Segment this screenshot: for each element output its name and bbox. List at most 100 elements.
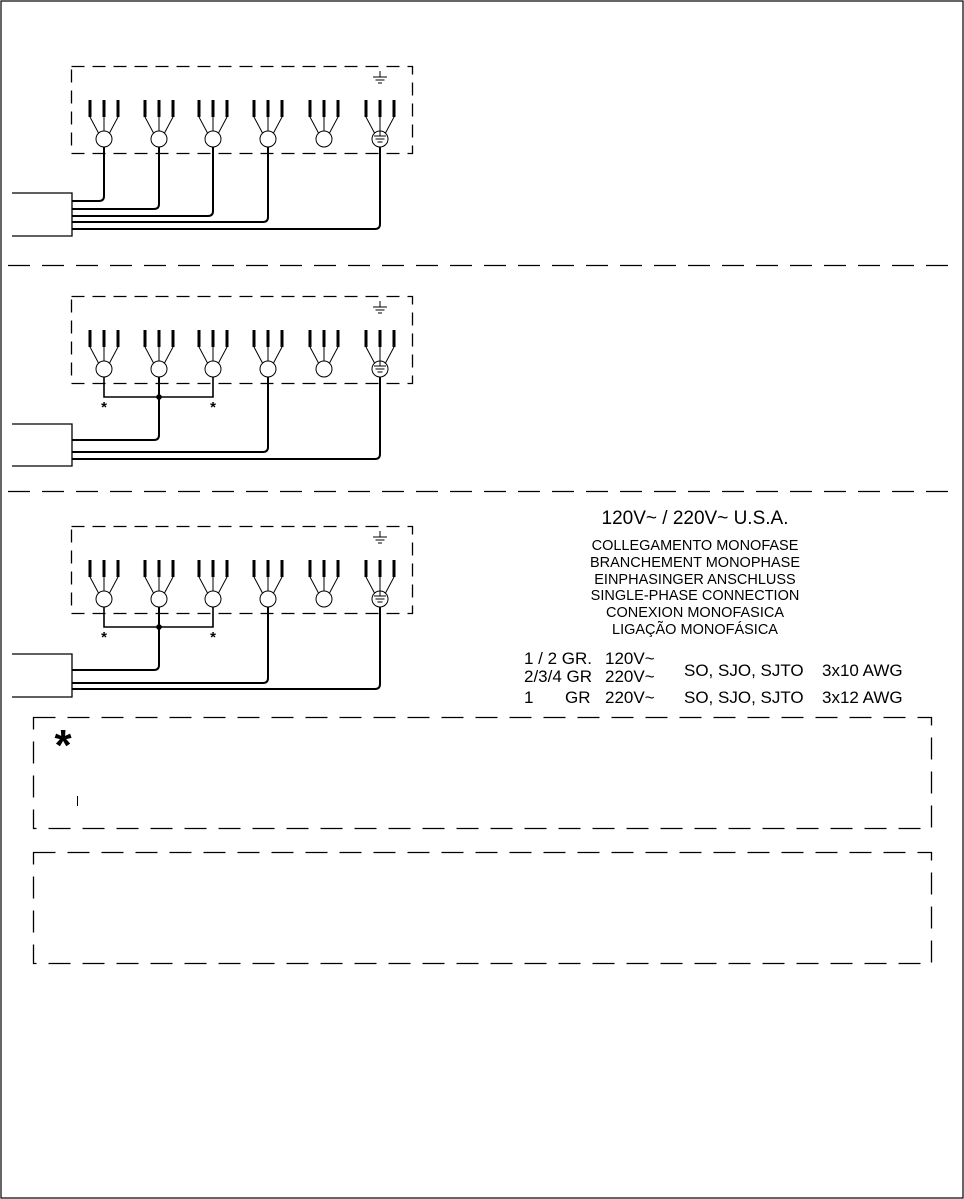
connection-label: SINGLE-PHASE CONNECTION bbox=[590, 588, 800, 605]
terminal-1 bbox=[88, 100, 120, 148]
terminal-2 bbox=[143, 330, 175, 378]
terminal-block-outline bbox=[70, 525, 414, 615]
terminal-lead bbox=[109, 576, 119, 594]
terminal-post bbox=[315, 590, 333, 608]
terminal-post bbox=[315, 360, 333, 378]
terminal-lead bbox=[273, 346, 283, 364]
cable-end bbox=[12, 192, 73, 237]
terminal-lead bbox=[385, 116, 395, 134]
terminal-lead bbox=[144, 576, 154, 594]
connection-label: COLLEGAMENTO MONOFASE bbox=[591, 538, 799, 554]
terminal-lead bbox=[309, 116, 319, 134]
connection-label: CONEXION MONOFASICA bbox=[605, 605, 785, 622]
table-voltage-cell: 220V~ bbox=[605, 667, 655, 686]
voltage-title: 120V~ / 220V~ U.S.A. bbox=[601, 508, 789, 529]
table-groups-cell: 1 / 2 GR. bbox=[524, 649, 593, 668]
terminal-post bbox=[95, 360, 113, 378]
terminal-lead bbox=[109, 116, 119, 134]
terminal-4 bbox=[252, 100, 284, 148]
wire bbox=[72, 147, 269, 223]
terminal-lead bbox=[218, 576, 228, 594]
connection-label: LIGAÇÃO MONOFÁSICA bbox=[612, 621, 778, 638]
terminal-lead bbox=[253, 116, 263, 134]
terminal-lead bbox=[164, 346, 174, 364]
terminal-lead bbox=[198, 116, 208, 134]
ground-symbol-icon bbox=[373, 531, 387, 544]
terminal-4 bbox=[252, 560, 284, 608]
terminal-2 bbox=[143, 100, 175, 148]
terminal-post bbox=[204, 130, 222, 148]
connection-label: BRANCHEMENT MONOPHASE bbox=[589, 554, 800, 571]
table-voltage-cell: 120V~ bbox=[605, 649, 655, 668]
terminal-5 bbox=[308, 560, 340, 608]
terminal-6 bbox=[364, 560, 396, 608]
connection-labels: COLLEGAMENTO MONOFASE BRANCHEMENT MONOPH… bbox=[520, 538, 870, 639]
terminal-lead bbox=[144, 346, 154, 364]
terminal-lead bbox=[273, 576, 283, 594]
wire bbox=[72, 147, 381, 230]
ground-symbol-icon bbox=[373, 71, 387, 84]
ground-symbol-icon bbox=[373, 301, 387, 314]
terminal-lead bbox=[218, 116, 228, 134]
blank-note-box bbox=[32, 851, 933, 965]
terminal-lead bbox=[273, 116, 283, 134]
terminal-5 bbox=[308, 330, 340, 378]
wire bbox=[72, 377, 381, 460]
terminal-post bbox=[150, 360, 168, 378]
wire bbox=[72, 147, 105, 202]
terminal-post bbox=[259, 130, 277, 148]
terminal-lead bbox=[329, 116, 339, 134]
jumper-mark: * bbox=[101, 399, 107, 416]
table-groups-count-cell: 1 bbox=[524, 688, 534, 707]
ground-terminal-icon bbox=[374, 361, 386, 373]
terminal-lead bbox=[365, 116, 375, 134]
cable-end bbox=[12, 653, 73, 698]
connection-label: EINPHASINGER ANSCHLUSS bbox=[594, 571, 796, 588]
terminal-lead bbox=[365, 346, 375, 364]
note-box bbox=[32, 716, 933, 830]
cable-end bbox=[12, 423, 73, 467]
terminal-3 bbox=[197, 100, 229, 148]
wire bbox=[72, 377, 160, 441]
terminal-lead bbox=[164, 576, 174, 594]
terminal-post bbox=[259, 590, 277, 608]
terminal-block-outline bbox=[70, 65, 414, 155]
terminal-1 bbox=[88, 560, 120, 608]
terminal-lead bbox=[164, 116, 174, 134]
jumper-mark: * bbox=[210, 399, 216, 416]
terminal-4 bbox=[252, 330, 284, 378]
terminal-post bbox=[204, 590, 222, 608]
terminal-lead bbox=[365, 576, 375, 594]
ground-terminal-icon bbox=[374, 591, 386, 603]
terminal-lead bbox=[329, 346, 339, 364]
terminal-5 bbox=[308, 100, 340, 148]
wire bbox=[72, 147, 160, 210]
terminal-6 bbox=[364, 330, 396, 378]
wiring-diagram-1 bbox=[12, 65, 414, 237]
terminal-lead bbox=[253, 346, 263, 364]
table-cable-type-cell: SO, SJO, SJTO bbox=[684, 661, 804, 680]
terminal-6 bbox=[364, 100, 396, 148]
wire bbox=[72, 377, 269, 453]
table-conductors-cell: 3x10 AWG bbox=[822, 661, 903, 680]
table-groups-cell: 2/3/4 GR bbox=[524, 667, 593, 686]
table-conductors-cell: 3x12 AWG bbox=[822, 688, 903, 707]
terminal-lead bbox=[89, 116, 99, 134]
terminal-post bbox=[204, 360, 222, 378]
table-voltage-cell: 220V~ bbox=[605, 688, 655, 707]
terminal-lead bbox=[385, 346, 395, 364]
terminal-lead bbox=[309, 576, 319, 594]
wire bbox=[72, 147, 214, 217]
terminal-1 bbox=[88, 330, 120, 378]
wire bbox=[72, 607, 269, 684]
wire bbox=[72, 607, 381, 690]
wiring-diagram-3: ** bbox=[12, 525, 414, 698]
terminal-post bbox=[150, 130, 168, 148]
note-asterisk: * bbox=[54, 721, 72, 770]
terminal-post bbox=[259, 360, 277, 378]
terminal-lead bbox=[218, 346, 228, 364]
wiring-diagram-2: ** bbox=[12, 295, 414, 467]
terminal-lead bbox=[89, 346, 99, 364]
terminal-block-outline bbox=[70, 295, 414, 385]
